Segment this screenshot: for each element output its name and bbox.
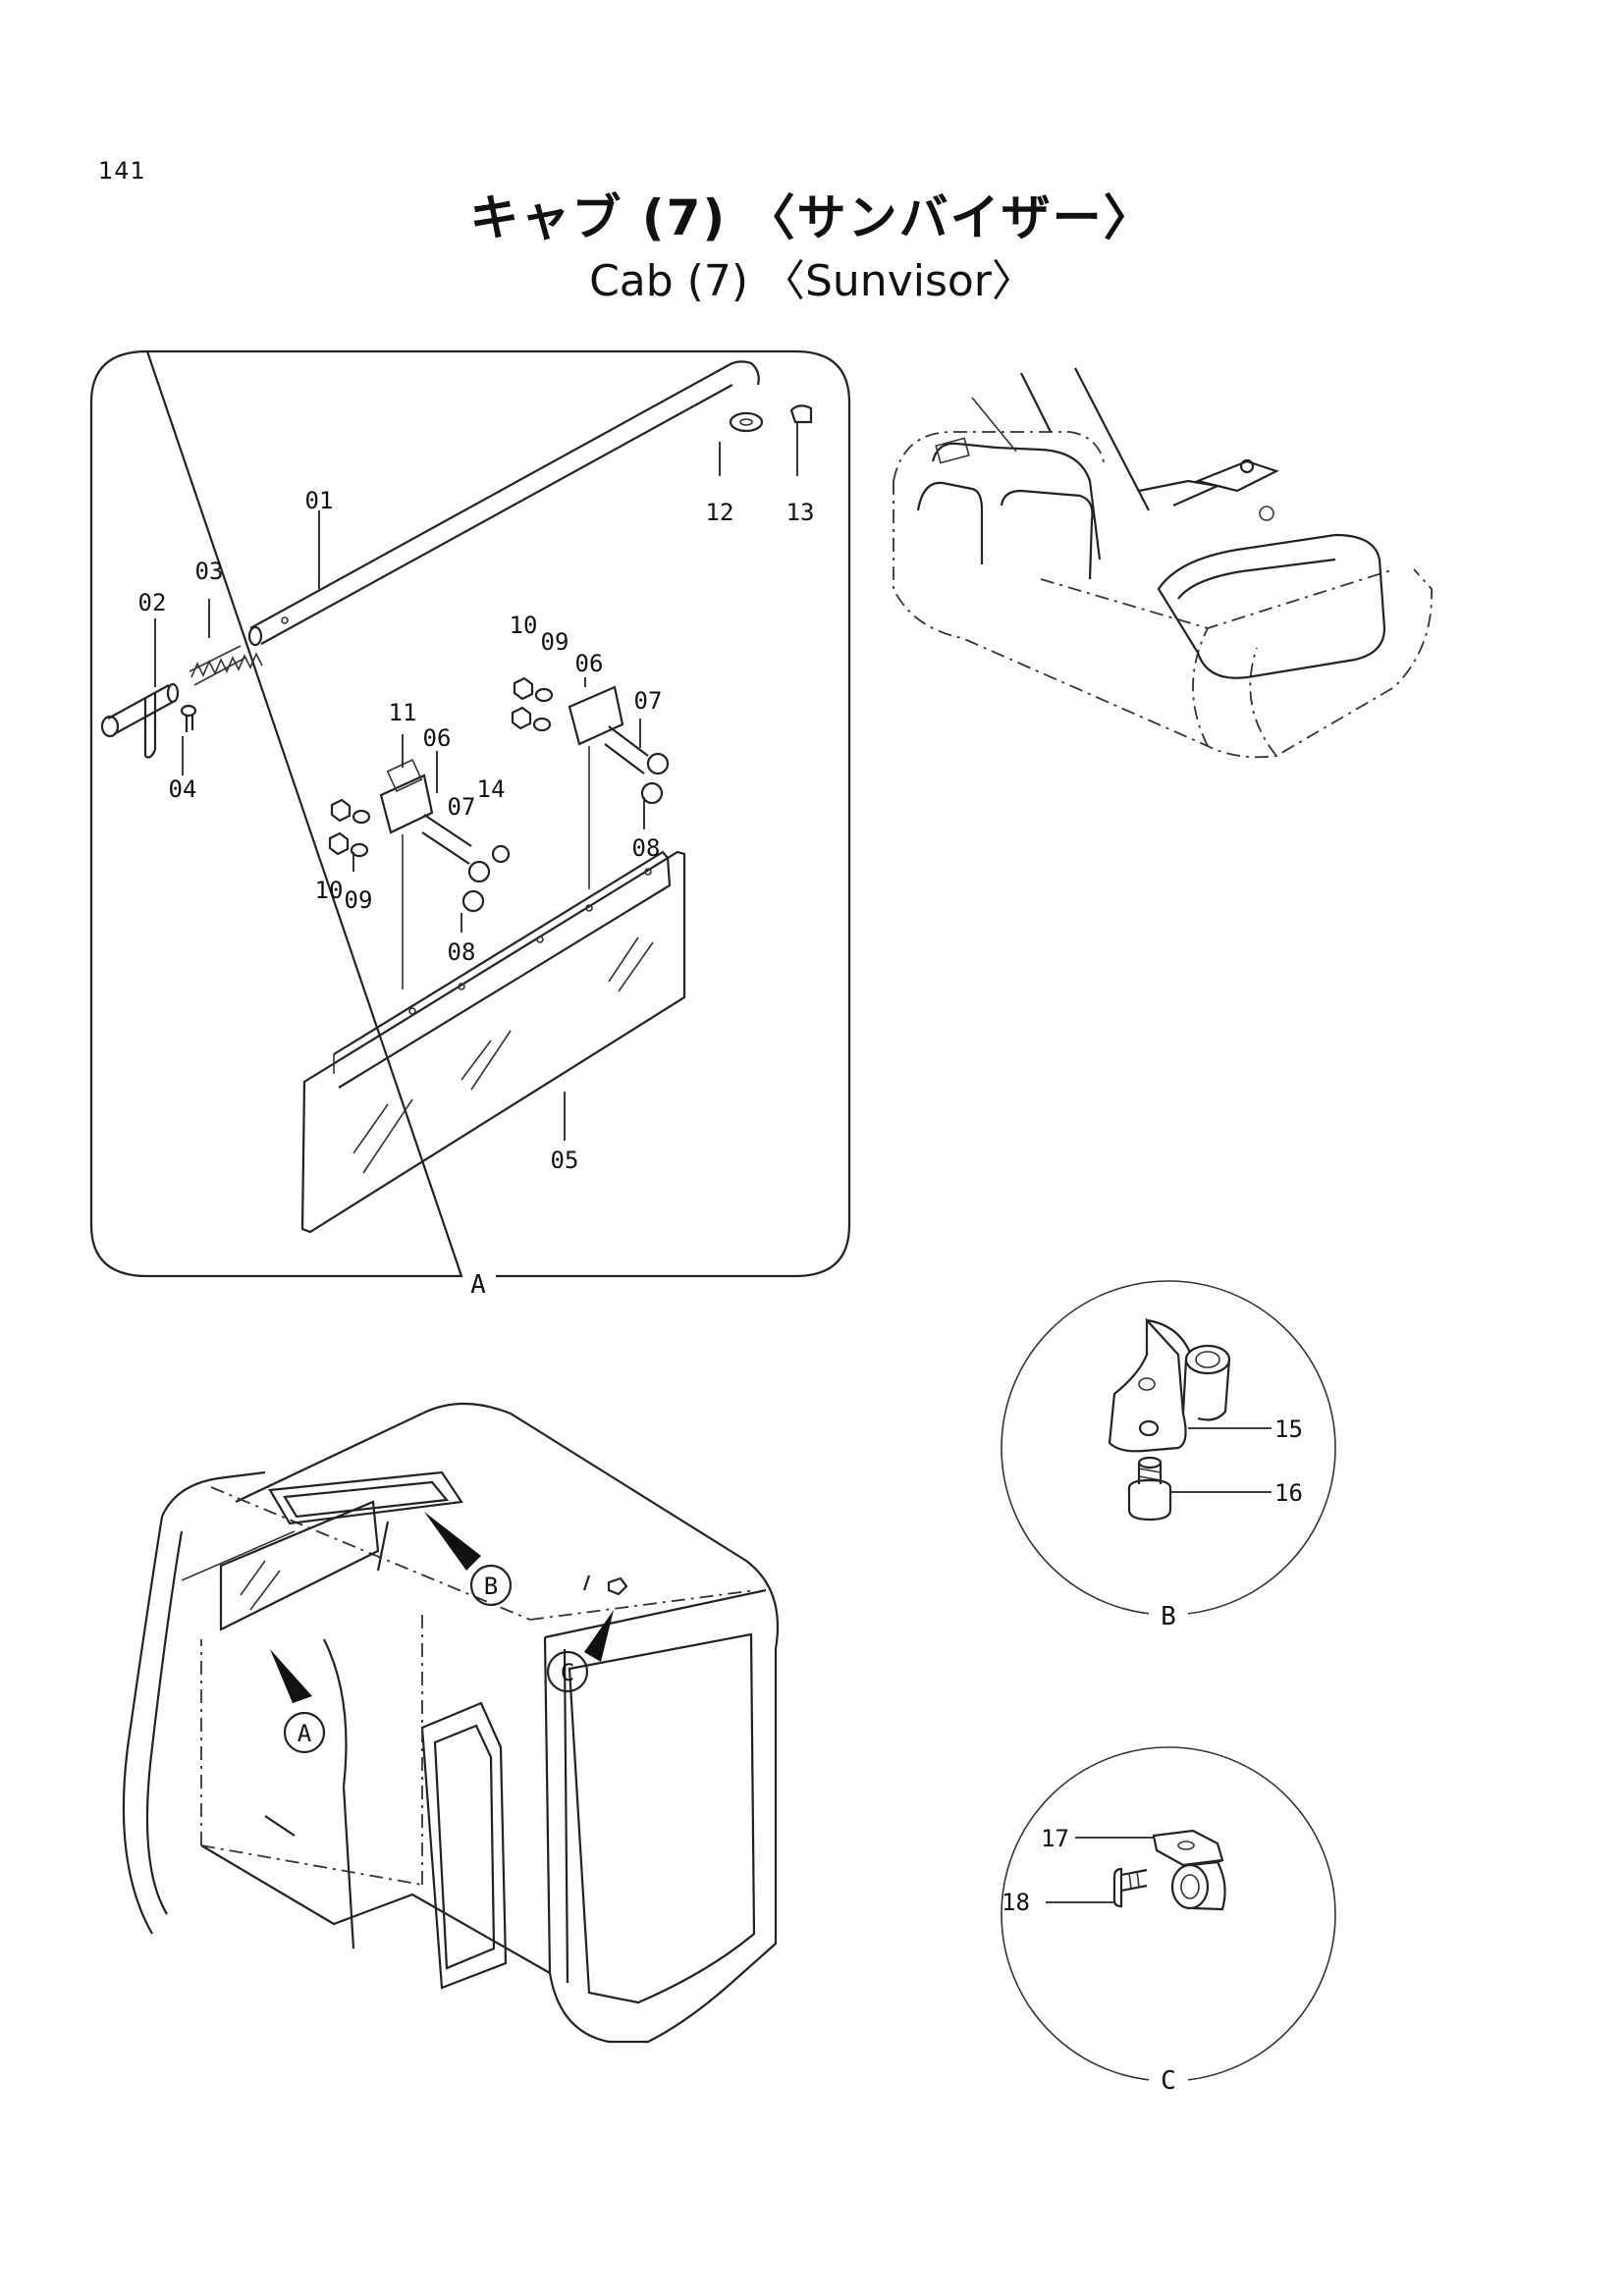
- part-06-right: 06: [575, 650, 604, 677]
- callout-c: C: [546, 1610, 614, 1693]
- part-10-left: 10: [315, 877, 344, 904]
- callout-a: A: [270, 1649, 326, 1754]
- part-02: 02: [138, 589, 167, 616]
- part-08-left: 08: [448, 938, 476, 966]
- callout-b-label: B: [484, 1573, 498, 1600]
- small-pin: [180, 704, 197, 732]
- part-09-left: 09: [345, 886, 373, 914]
- part-03: 03: [195, 558, 224, 585]
- callout-c-label: C: [561, 1659, 574, 1686]
- detail-a-part-numbers: 01 02 03 04 05 06 06 07 07 08 08 09 09 1…: [138, 487, 815, 1174]
- washer-and-clip: [729, 404, 813, 433]
- cab-view: [122, 1402, 780, 2044]
- part-06-left: 06: [423, 724, 452, 752]
- part-18: 18: [1001, 1889, 1030, 1916]
- page-number: 141: [98, 157, 146, 185]
- part-05: 05: [551, 1147, 579, 1174]
- lock-pin: [100, 682, 180, 759]
- sunvisor-panel: [300, 850, 686, 1234]
- part-09-right: 09: [541, 628, 569, 656]
- part-14: 14: [477, 775, 506, 803]
- title-english: Cab (7) 〈Sunvisor〉: [589, 256, 1035, 306]
- detail-c: C 17 18: [1001, 1746, 1336, 2096]
- part-07-right: 07: [634, 687, 663, 715]
- right-bracket-assembly: [511, 676, 670, 889]
- left-bracket-assembly: [328, 759, 511, 989]
- part-17: 17: [1041, 1825, 1069, 1852]
- title-japanese: キャブ (7) 〈サンバイザー〉: [469, 189, 1155, 246]
- part-15: 15: [1274, 1415, 1303, 1443]
- detail-a-leaders: [154, 422, 798, 1141]
- part-10-right: 10: [510, 612, 538, 639]
- part-13: 13: [786, 499, 815, 526]
- callout-a-label: A: [298, 1720, 312, 1747]
- part-16: 16: [1274, 1479, 1303, 1507]
- excavator-overview: [893, 367, 1433, 759]
- callout-b: B: [424, 1512, 513, 1607]
- part-12: 12: [706, 499, 734, 526]
- sunvisor-rod: [247, 360, 760, 647]
- detail-a-label: A: [470, 1270, 486, 1300]
- detail-a-frame: A: [89, 349, 851, 1300]
- part-07-left: 07: [448, 793, 476, 821]
- detail-c-label: C: [1161, 2066, 1176, 2096]
- spring: [189, 645, 263, 686]
- detail-b: B 15 16: [1001, 1280, 1336, 1631]
- detail-b-label: B: [1161, 1602, 1176, 1631]
- part-04: 04: [169, 775, 197, 803]
- part-01: 01: [305, 487, 334, 514]
- part-08-right: 08: [632, 834, 661, 862]
- part-11: 11: [389, 699, 417, 726]
